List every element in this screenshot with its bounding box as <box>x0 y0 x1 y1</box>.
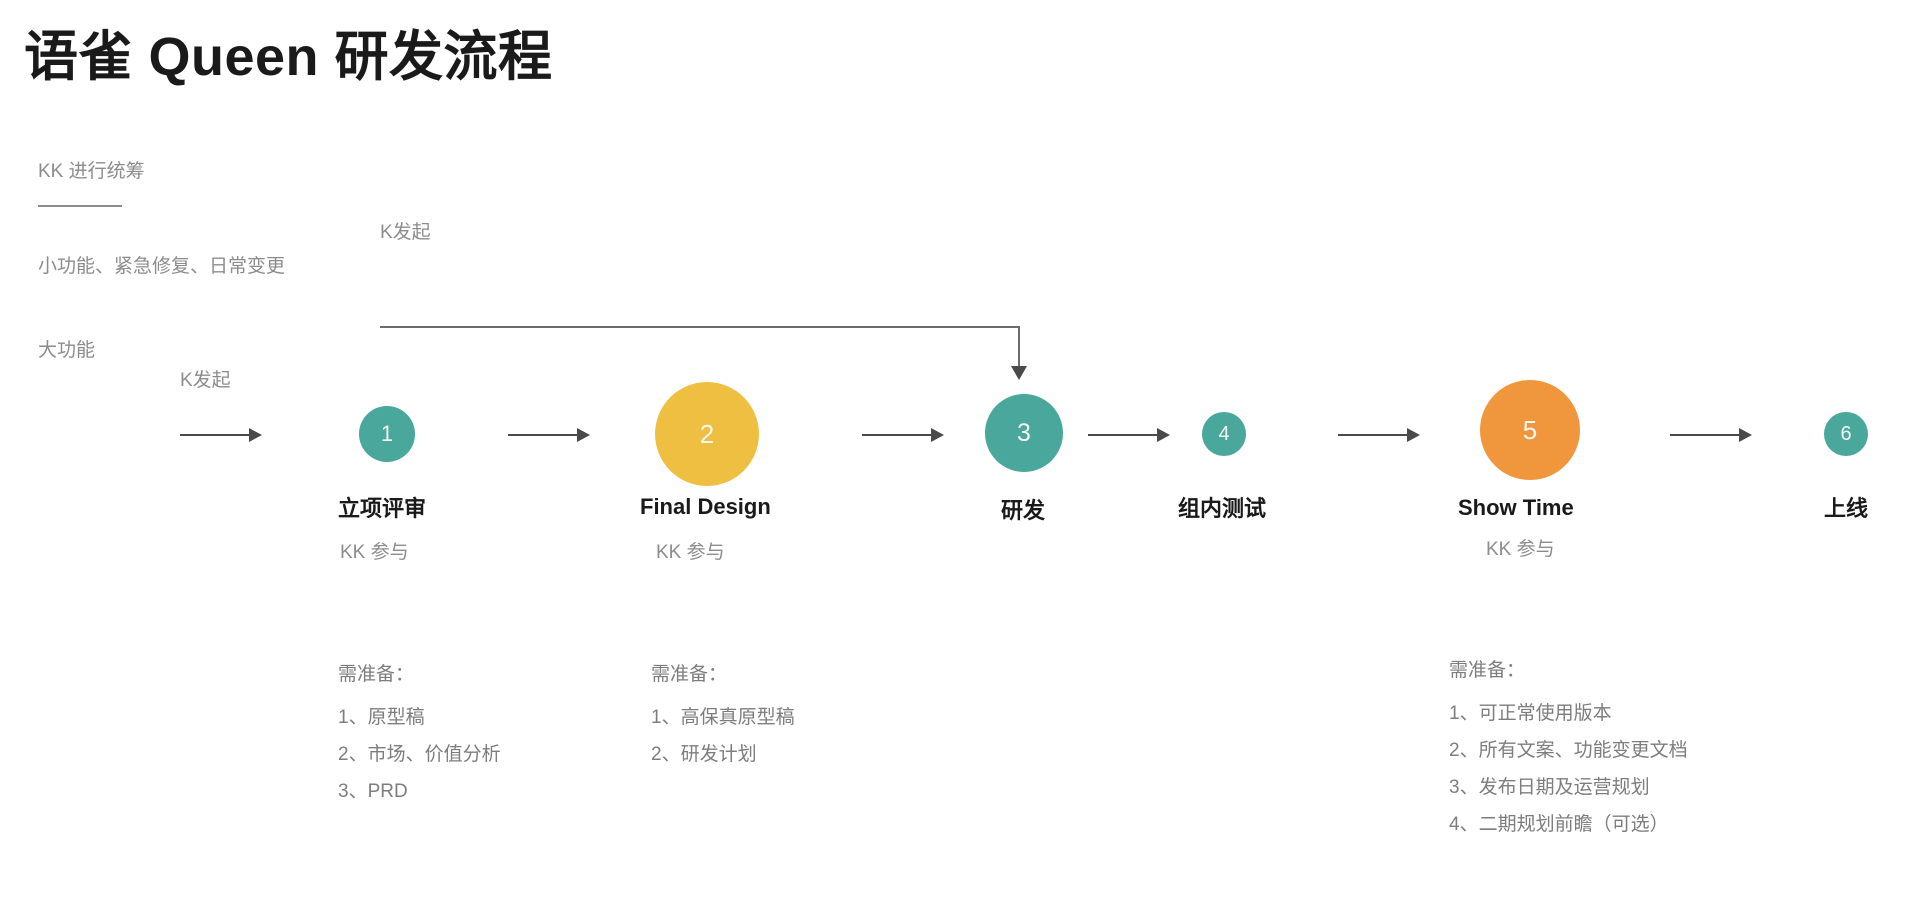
prep-list-1-item-2: 2、市场、价值分析 <box>338 744 501 765</box>
branch-connector-horizontal <box>380 326 1020 328</box>
stage-node-4-number: 4 <box>1218 422 1230 445</box>
stage-node-2-number: 2 <box>699 418 715 449</box>
flow-arrow-start-icon <box>180 428 262 442</box>
stage-node-6-number: 6 <box>1840 422 1852 445</box>
stage-sub-2: KK 参与 <box>656 542 725 563</box>
flow-arrow-3-4-icon <box>1088 428 1170 442</box>
flow-arrow-1-2-icon <box>508 428 590 442</box>
coordinator-label: KK 进行统筹 <box>38 161 145 182</box>
prep-list-3-item-4: 4、二期规划前瞻（可选） <box>1449 814 1669 835</box>
stage-node-6[interactable]: 6 <box>1824 412 1868 456</box>
prep-list-3-item-3: 3、发布日期及运营规划 <box>1449 777 1650 798</box>
stage-title-3: 研发 <box>1001 498 1046 523</box>
stage-node-1[interactable]: 1 <box>359 406 415 462</box>
stage-title-2: Final Design <box>640 494 771 519</box>
prep-list-2: 需准备： 1、高保真原型稿 2、研发计划 <box>651 665 795 764</box>
prep-list-1-heading: 需准备： <box>338 664 415 685</box>
prep-list-3-item-1: 1、可正常使用版本 <box>1449 703 1612 724</box>
branch-connector-arrowhead-icon <box>1011 366 1027 380</box>
branch-small-label: 小功能、紧急修复、日常变更 <box>38 256 286 277</box>
stage-node-4[interactable]: 4 <box>1202 412 1246 456</box>
stage-node-2[interactable]: 2 <box>655 382 759 486</box>
prep-list-3-item-2: 2、所有文案、功能变更文档 <box>1449 740 1688 761</box>
flow-arrow-5-6-icon <box>1670 428 1752 442</box>
flow-arrow-2-3-icon <box>862 428 944 442</box>
branch-big-trigger-label: K发起 <box>180 370 231 391</box>
stage-node-5[interactable]: 5 <box>1480 380 1580 480</box>
prep-list-3-heading: 需准备： <box>1449 660 1526 681</box>
prep-list-3: 需准备： 1、可正常使用版本 2、所有文案、功能变更文档 3、发布日期及运营规划… <box>1449 661 1688 834</box>
stage-node-3-number: 3 <box>1017 418 1031 447</box>
prep-list-2-item-2: 2、研发计划 <box>651 744 757 765</box>
prep-list-2-item-1: 1、高保真原型稿 <box>651 707 795 728</box>
branch-big-label: 大功能 <box>38 340 96 361</box>
prep-list-1: 需准备： 1、原型稿 2、市场、价值分析 3、PRD <box>338 665 501 801</box>
stage-node-3[interactable]: 3 <box>985 394 1063 472</box>
stage-title-5: Show Time <box>1458 495 1574 520</box>
prep-list-1-item-3: 3、PRD <box>338 781 408 802</box>
stage-title-4: 组内测试 <box>1178 496 1267 521</box>
stage-sub-1: KK 参与 <box>340 542 409 563</box>
prep-list-1-item-1: 1、原型稿 <box>338 707 425 728</box>
coordinator-divider <box>38 205 122 207</box>
stage-node-5-number: 5 <box>1522 414 1538 445</box>
stage-node-1-number: 1 <box>380 421 394 446</box>
branch-connector-vertical <box>1018 326 1020 371</box>
branch-small-trigger-label: K发起 <box>380 222 431 243</box>
stage-title-1: 立项评审 <box>338 496 427 521</box>
prep-list-2-heading: 需准备： <box>651 664 728 685</box>
page-title: 语雀 Queen 研发流程 <box>24 27 553 87</box>
stage-sub-5: KK 参与 <box>1486 539 1555 560</box>
flow-arrow-4-5-icon <box>1338 428 1420 442</box>
stage-title-6: 上线 <box>1824 496 1869 521</box>
